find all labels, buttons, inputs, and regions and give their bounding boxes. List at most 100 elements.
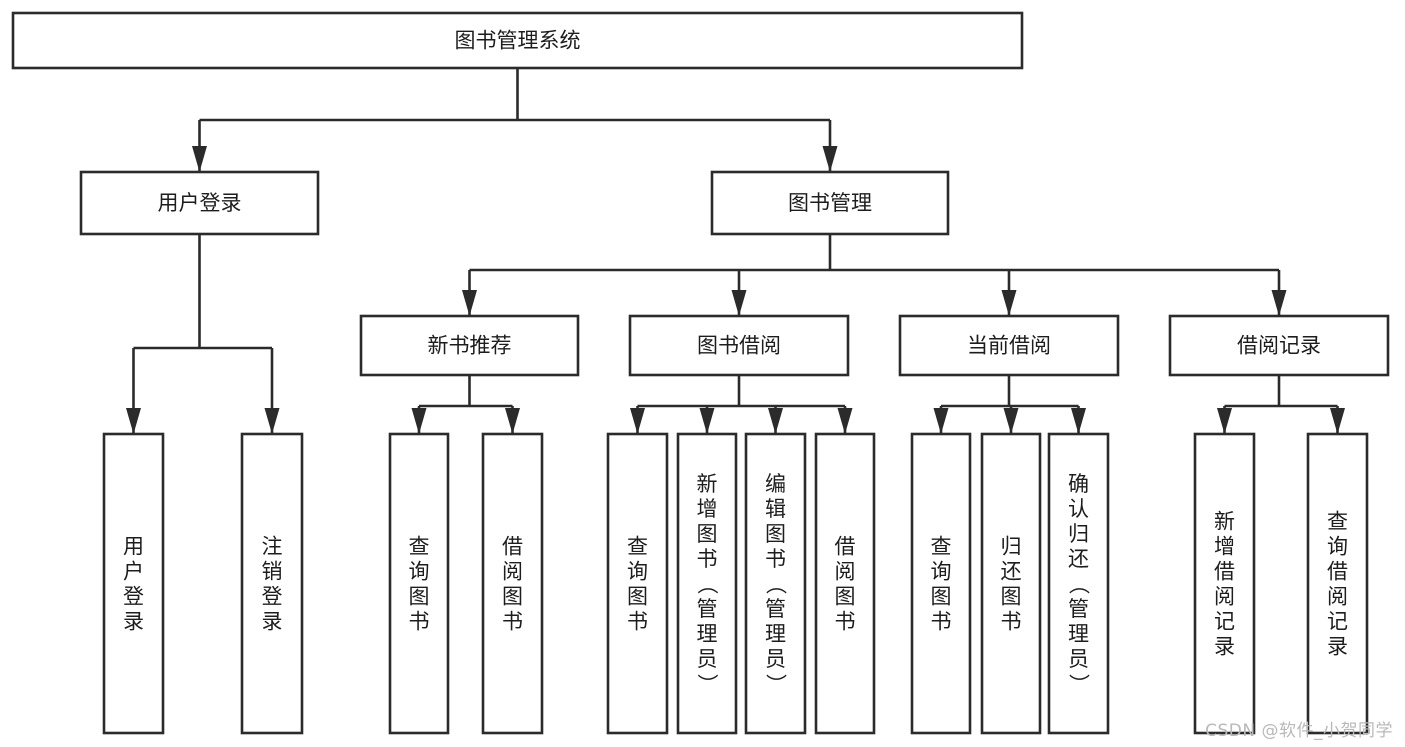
node-label-char: 记 — [1327, 610, 1348, 634]
node-box — [240, 432, 304, 735]
node-label-char: 查 — [1327, 510, 1348, 534]
node-label-char: 图 — [835, 585, 856, 609]
node-label-char: 还 — [1068, 547, 1089, 571]
node-label: 图书管理系统 — [455, 29, 581, 53]
node-label-char: 图 — [697, 522, 718, 546]
node-box — [606, 432, 669, 735]
node-label: 当前借阅 — [967, 334, 1051, 358]
node-box — [980, 432, 1042, 735]
node-label-char: （ — [1067, 574, 1091, 595]
node-box — [710, 170, 950, 236]
node-box — [910, 432, 972, 735]
node-label: 图书管理 — [788, 191, 872, 215]
node-label-char: 录 — [1214, 635, 1235, 659]
node-label-char: 管 — [765, 597, 786, 621]
node-label-char: ） — [695, 674, 719, 695]
node-label-char: 书 — [627, 610, 648, 634]
node-label-char: 登 — [262, 585, 283, 609]
node-label-char: 图 — [931, 585, 952, 609]
node-leaf-user-login[interactable]: 用户登录 — [102, 432, 165, 735]
node-layer: 图书管理系统用户登录图书管理新书推荐图书借阅当前借阅借阅记录用户登录注销登录查询… — [11, 11, 1390, 735]
node-label-char: 查 — [931, 535, 952, 559]
node-box — [388, 432, 450, 735]
node-label-char: 编 — [765, 472, 786, 496]
node-label-char: 员 — [765, 647, 786, 671]
node-label-char: 阅 — [835, 560, 856, 584]
node-label-char: 记 — [1214, 610, 1235, 634]
node-label-char: 确 — [1068, 472, 1089, 496]
node-label-char: 图 — [1001, 585, 1022, 609]
node-label-char: 阅 — [1327, 585, 1348, 609]
node-label-char: 还 — [1001, 560, 1022, 584]
node-new-book-recommend[interactable]: 新书推荐 — [359, 314, 580, 377]
node-box — [1193, 432, 1256, 735]
node-label-char: 书 — [835, 610, 856, 634]
node-label-char: 询 — [409, 560, 430, 584]
node-box — [102, 432, 165, 735]
node-label-char: 员 — [1068, 647, 1089, 671]
node-label-char: 新 — [697, 472, 718, 496]
node-label-char: ） — [1067, 674, 1091, 695]
node-label-char: 查 — [627, 535, 648, 559]
node-label-char: 理 — [765, 622, 786, 646]
node-root[interactable]: 图书管理系统 — [11, 11, 1024, 70]
node-box — [1047, 432, 1110, 735]
node-label-char: 书 — [502, 610, 523, 634]
node-label-char: 归 — [1001, 535, 1022, 559]
node-label-char: 书 — [1001, 610, 1022, 634]
node-label-char: 图 — [409, 585, 430, 609]
node-label-char: 管 — [1068, 597, 1089, 621]
node-current-borrow[interactable]: 当前借阅 — [898, 314, 1120, 377]
node-label-char: 录 — [123, 610, 144, 634]
node-label-char: 员 — [697, 647, 718, 671]
node-book-management[interactable]: 图书管理 — [710, 170, 950, 236]
node-label: 图书借阅 — [697, 334, 781, 358]
node-label-char: 书 — [765, 547, 786, 571]
node-label-char: 认 — [1068, 497, 1089, 521]
node-box — [481, 432, 544, 735]
node-label-char: 理 — [697, 622, 718, 646]
node-label-char: 借 — [1214, 560, 1235, 584]
node-box — [1306, 432, 1369, 735]
node-label-char: 户 — [123, 560, 144, 584]
node-label-char: 图 — [502, 585, 523, 609]
node-label-char: 归 — [1068, 522, 1089, 546]
node-label-char: 用 — [123, 535, 144, 559]
node-label-char: 销 — [262, 560, 283, 584]
node-box — [359, 314, 580, 377]
node-label-char: 图 — [765, 522, 786, 546]
node-user-login[interactable]: 用户登录 — [79, 170, 320, 236]
node-box — [898, 314, 1120, 377]
node-label-char: 新 — [1214, 510, 1235, 534]
node-label: 借阅记录 — [1237, 334, 1321, 358]
node-label-char: 增 — [1214, 535, 1235, 559]
node-label-char: 阅 — [1214, 585, 1235, 609]
node-box — [676, 432, 738, 735]
node-label-char: 书 — [409, 610, 430, 634]
node-label-char: 增 — [697, 497, 718, 521]
node-label-char: 借 — [835, 535, 856, 559]
node-label-char: 查 — [409, 535, 430, 559]
node-book-borrow[interactable]: 图书借阅 — [628, 314, 850, 377]
node-label-char: 录 — [1327, 635, 1348, 659]
node-borrow-record[interactable]: 借阅记录 — [1168, 314, 1390, 377]
node-box — [1168, 314, 1390, 377]
node-label-char: 注 — [262, 535, 283, 559]
node-label-char: 书 — [931, 610, 952, 634]
node-box — [628, 314, 850, 377]
node-label-char: 书 — [697, 547, 718, 571]
